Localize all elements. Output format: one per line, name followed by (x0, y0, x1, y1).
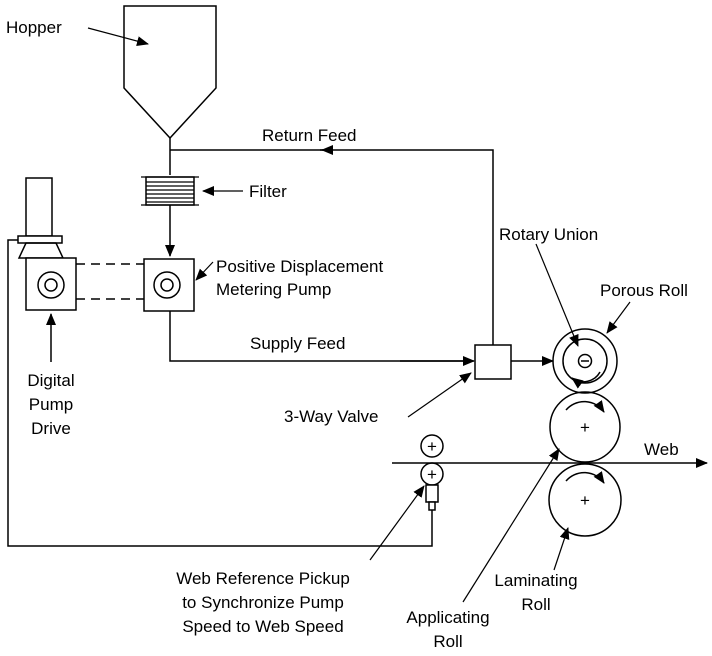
applicating-roll-label-1: Applicating (406, 608, 489, 627)
filter (141, 176, 199, 206)
porous-roll (552, 328, 618, 394)
three-way-valve-leader-arrow (407, 372, 472, 418)
filter-label: Filter (249, 182, 287, 201)
web-reference-leader-arrow (369, 485, 425, 561)
supply-feed-line (169, 311, 472, 362)
hopper-leader-arrow (87, 27, 149, 46)
pickup-top-plus: + (427, 437, 437, 456)
control-signal-wire (7, 239, 433, 547)
web-reference-label-2: to Synchronize Pump (182, 593, 344, 612)
digital-pump-drive-label-1: Digital (27, 371, 74, 390)
metering-pump-leader-arrow (195, 261, 214, 281)
digital-pump-drive (17, 177, 77, 311)
laminating-roll-plus: + (580, 491, 590, 510)
porous-roll-leader-arrow (606, 301, 631, 334)
web-reference-pickup: + + (420, 434, 444, 511)
metering-pump (143, 258, 195, 312)
return-feed-label: Return Feed (262, 126, 357, 145)
laminating-roll-leader-arrow (553, 527, 570, 571)
three-way-valve-label: 3-Way Valve (284, 407, 378, 426)
metering-pump-label-1: Positive Displacement (216, 257, 384, 276)
laminating-roll-label-2: Roll (521, 595, 550, 614)
supply-feed-label: Supply Feed (250, 334, 345, 353)
applicating-roll-leader-arrow (462, 448, 560, 603)
three-way-valve (474, 344, 512, 380)
applicating-roll-label-2: Roll (433, 632, 462, 651)
porous-roll-label: Porous Roll (600, 281, 688, 300)
hopper (123, 5, 217, 140)
hopper-label: Hopper (6, 18, 62, 37)
digital-pump-drive-label-2: Pump (29, 395, 73, 414)
digital-pump-drive-label-3: Drive (31, 419, 71, 438)
laminating-roll: + (548, 463, 622, 537)
return-feed-line (320, 149, 494, 345)
metering-pump-label-2: Metering Pump (216, 280, 331, 299)
laminating-roll-label-1: Laminating (494, 571, 577, 590)
web-label: Web (644, 440, 679, 459)
rotary-union-leader-arrow (535, 243, 579, 347)
pickup-bottom-plus: + (427, 465, 437, 484)
rotary-union-label: Rotary Union (499, 225, 598, 244)
applicating-roll: + (549, 391, 621, 463)
web-reference-label-1: Web Reference Pickup (176, 569, 350, 588)
web-reference-label-3: Speed to Web Speed (182, 617, 343, 636)
applicating-roll-plus: + (580, 418, 590, 437)
